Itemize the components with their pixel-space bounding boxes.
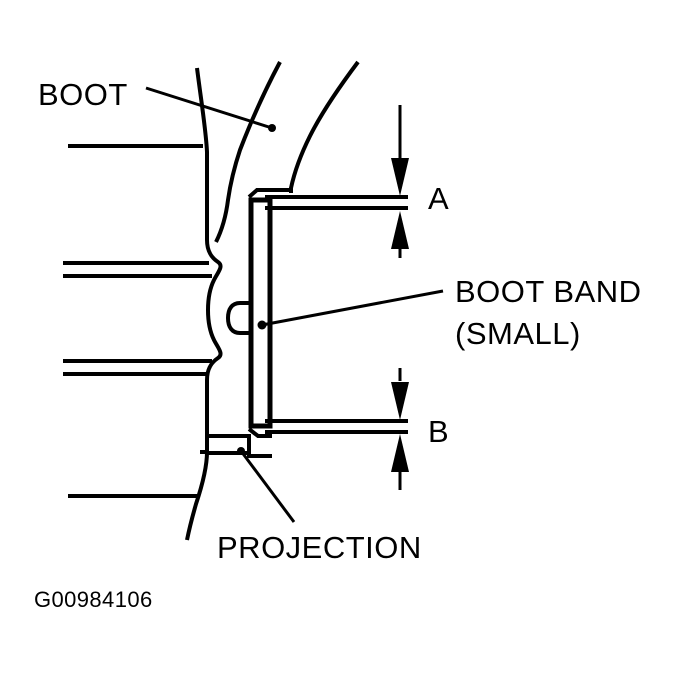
boot-band-small [225,188,408,438]
projection-leader-endpoint [237,447,245,455]
text-labels: BOOT BOOT BAND (SMALL) PROJECTION G00984… [34,77,642,612]
projection-label: PROJECTION [217,530,422,565]
projection-leader-line [239,450,296,523]
boot-band-label-line2: (SMALL) [455,316,581,351]
figure-code-label: G00984106 [34,587,153,612]
boot-leader-endpoint [268,124,276,132]
boot-outer-neck-curve [289,60,360,193]
boot-band-top-seat [247,188,291,199]
boot-band-body [248,197,273,429]
boot-band-leader-endpoint [257,320,267,330]
dimension-b-arrow-up [391,434,409,472]
boot-bellows-profile [185,67,223,541]
boot-leader-line [145,86,273,130]
leader-lines [145,86,444,523]
dimension-a-group: A [391,105,449,258]
boot-band-bottom-seat [247,427,272,438]
boot-assembly [63,60,360,541]
boot-band-leader-line [261,289,444,327]
dimension-a-label: A [428,181,449,216]
projection-block [205,434,272,458]
boot-band-tab [225,301,251,335]
dimension-a-arrow-down [391,158,409,196]
boot-band-label-line1: BOOT BAND [455,274,642,309]
dimension-b-label: B [428,414,449,449]
boot-inner-neck-curve [214,61,282,243]
boot-label: BOOT [38,77,128,112]
dimension-a-arrow-up [391,211,409,249]
dimension-b-arrow-down [391,382,409,420]
dimension-b-group: B [391,368,449,490]
